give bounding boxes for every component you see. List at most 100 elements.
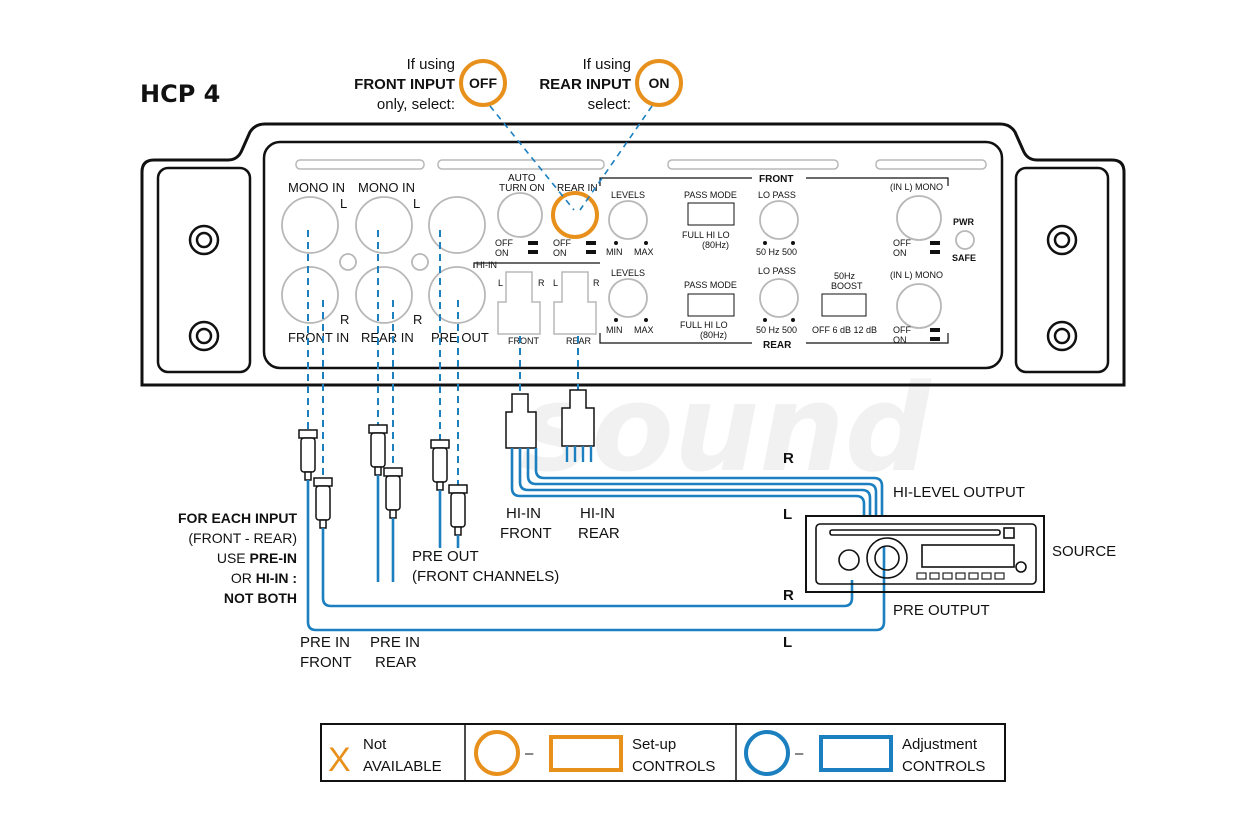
front-levels-max: MAX bbox=[634, 247, 654, 257]
front-input-callout: If using FRONT INPUT only, select: OFF bbox=[354, 56, 507, 113]
rear-in-switch-label: REAR IN bbox=[557, 183, 598, 194]
legend-dash-setup: – bbox=[525, 745, 534, 762]
auto-off-label: OFF bbox=[495, 238, 513, 248]
boost-scale: OFF 6 dB 12 dB bbox=[812, 325, 877, 335]
legend-not-line2: AVAILABLE bbox=[363, 758, 442, 775]
legend-setup-line1: Set-up bbox=[632, 736, 676, 753]
solid-cables bbox=[306, 448, 886, 632]
adjustment-circle-icon bbox=[744, 730, 790, 776]
rear-mono-on: ON bbox=[893, 335, 907, 345]
hi-in-rear-stubs bbox=[565, 446, 593, 462]
channel-l-label-2: L bbox=[413, 196, 420, 211]
rca-plugs bbox=[298, 424, 468, 536]
panel-graphics bbox=[473, 177, 949, 344]
on-setting-circle bbox=[635, 59, 683, 107]
front-in-label: FRONT IN bbox=[288, 330, 349, 345]
pre-output-l-label: L bbox=[783, 634, 792, 651]
or-word: OR bbox=[231, 570, 256, 586]
for-each-input-line3: USE PRE-IN bbox=[217, 550, 297, 566]
rear-mono-off: OFF bbox=[893, 325, 911, 335]
head-unit bbox=[805, 515, 1045, 593]
for-each-input-line1: FOR EACH INPUT bbox=[178, 510, 297, 526]
front-section-header: FRONT bbox=[759, 174, 793, 185]
rear-80hz: (80Hz) bbox=[700, 330, 727, 340]
pre-in-front-caption-2: FRONT bbox=[300, 654, 352, 671]
amplifier-body bbox=[140, 122, 1126, 387]
legend-dash-adjust: – bbox=[795, 745, 804, 762]
front-mono-on: ON bbox=[893, 248, 907, 258]
off-setting-circle bbox=[459, 59, 507, 107]
front-levels-label: LEVELS bbox=[611, 190, 645, 200]
hi-level-r-label: R bbox=[783, 450, 794, 467]
boost-label: BOOST bbox=[831, 281, 863, 291]
front-in-l-mono-label: (IN L) MONO bbox=[890, 182, 943, 192]
rear-callout-line3: select: bbox=[588, 96, 631, 113]
pre-out-label: PRE OUT bbox=[431, 330, 489, 345]
vent-slots bbox=[295, 159, 987, 170]
use-word: USE bbox=[217, 550, 250, 566]
rear-levels-min: MIN bbox=[606, 325, 623, 335]
pre-in-word: PRE-IN bbox=[250, 550, 297, 566]
rear-in-label: REAR IN bbox=[361, 330, 414, 345]
front-callout-line1: If using bbox=[407, 56, 455, 73]
setup-circle-icon bbox=[474, 730, 520, 776]
hi-level-l-label: L bbox=[783, 506, 792, 523]
rca-jacks bbox=[281, 192, 975, 329]
legend-adjust-line1: Adjustment bbox=[902, 736, 978, 753]
rear-hz-scale: 50 Hz 500 bbox=[756, 325, 797, 335]
front-pass-mode-label: PASS MODE bbox=[684, 190, 737, 200]
hi-in-rear-caption-1: HI-IN bbox=[580, 505, 615, 522]
hi-in-rear-caption-2: REAR bbox=[578, 525, 620, 542]
mounting-screw-holes bbox=[188, 224, 1078, 352]
legend-not-line1: Not bbox=[363, 736, 387, 753]
for-each-input-line4: OR HI-IN : bbox=[231, 570, 297, 586]
hi-in-front-caption-1: HI-IN bbox=[506, 505, 541, 522]
channel-l-label-1: L bbox=[340, 196, 347, 211]
channel-r-label-2: R bbox=[413, 312, 422, 327]
turn-on-label: TURN ON bbox=[499, 183, 545, 194]
not-available-x-mark: X bbox=[328, 741, 351, 779]
rear-section-header: REAR bbox=[763, 340, 792, 351]
rear-in-switch-highlight bbox=[551, 191, 599, 239]
pre-output-label: PRE OUTPUT bbox=[893, 602, 990, 619]
hi-in-front-caption-2: FRONT bbox=[500, 525, 552, 542]
auto-label: AUTO bbox=[508, 173, 536, 184]
pwr-label: PWR bbox=[953, 217, 974, 227]
rear-full-hi-lo: FULL HI LO bbox=[680, 320, 728, 330]
rear-callout-line2: REAR INPUT bbox=[539, 76, 631, 93]
hi-in-l-label: L bbox=[498, 278, 503, 288]
for-each-input-line2: (FRONT - REAR) bbox=[188, 530, 297, 546]
channel-r-label-1: R bbox=[340, 312, 349, 327]
safe-label: SAFE bbox=[952, 253, 976, 263]
for-each-input-line5: NOT BOTH bbox=[224, 590, 297, 606]
setup-rect-icon bbox=[549, 735, 623, 772]
rear-pass-mode-label: PASS MODE bbox=[684, 280, 737, 290]
front-80hz: (80Hz) bbox=[702, 240, 729, 250]
rear-lo-pass-label: LO PASS bbox=[758, 266, 796, 276]
rear-in-on-label: ON bbox=[553, 248, 567, 258]
hi-in-r2-label: R bbox=[593, 278, 600, 288]
front-levels-min: MIN bbox=[606, 247, 623, 257]
legend: X Not AVAILABLE – Set-up CONTROLS – Adju… bbox=[320, 723, 1006, 782]
pre-in-front-caption-1: PRE IN bbox=[300, 634, 350, 651]
adjustment-rect-icon bbox=[819, 735, 893, 772]
legend-adjust-line2: CONTROLS bbox=[902, 758, 985, 775]
on-setting-label: ON bbox=[649, 75, 670, 91]
off-setting-label: OFF bbox=[469, 75, 497, 91]
pre-in-rear-caption-2: REAR bbox=[375, 654, 417, 671]
pre-in-rear-caption-1: PRE IN bbox=[370, 634, 420, 651]
mono-in-label-1: MONO IN bbox=[288, 180, 345, 195]
pre-out-caption-1: PRE OUT bbox=[412, 548, 479, 565]
pre-out-caption-2: (FRONT CHANNELS) bbox=[412, 568, 559, 585]
front-callout-line2: FRONT INPUT bbox=[354, 76, 455, 93]
hi-in-label: HI-IN bbox=[476, 260, 497, 270]
legend-setup-line2: CONTROLS bbox=[632, 758, 715, 775]
rear-levels-max: MAX bbox=[634, 325, 654, 335]
front-mono-off: OFF bbox=[893, 238, 911, 248]
hi-in-word: HI-IN : bbox=[256, 570, 297, 586]
front-callout-line3: only, select: bbox=[377, 96, 455, 113]
callout-leader-lines bbox=[489, 105, 653, 211]
model-title: HCP 4 bbox=[140, 80, 220, 108]
pre-output-r-label: R bbox=[783, 587, 794, 604]
